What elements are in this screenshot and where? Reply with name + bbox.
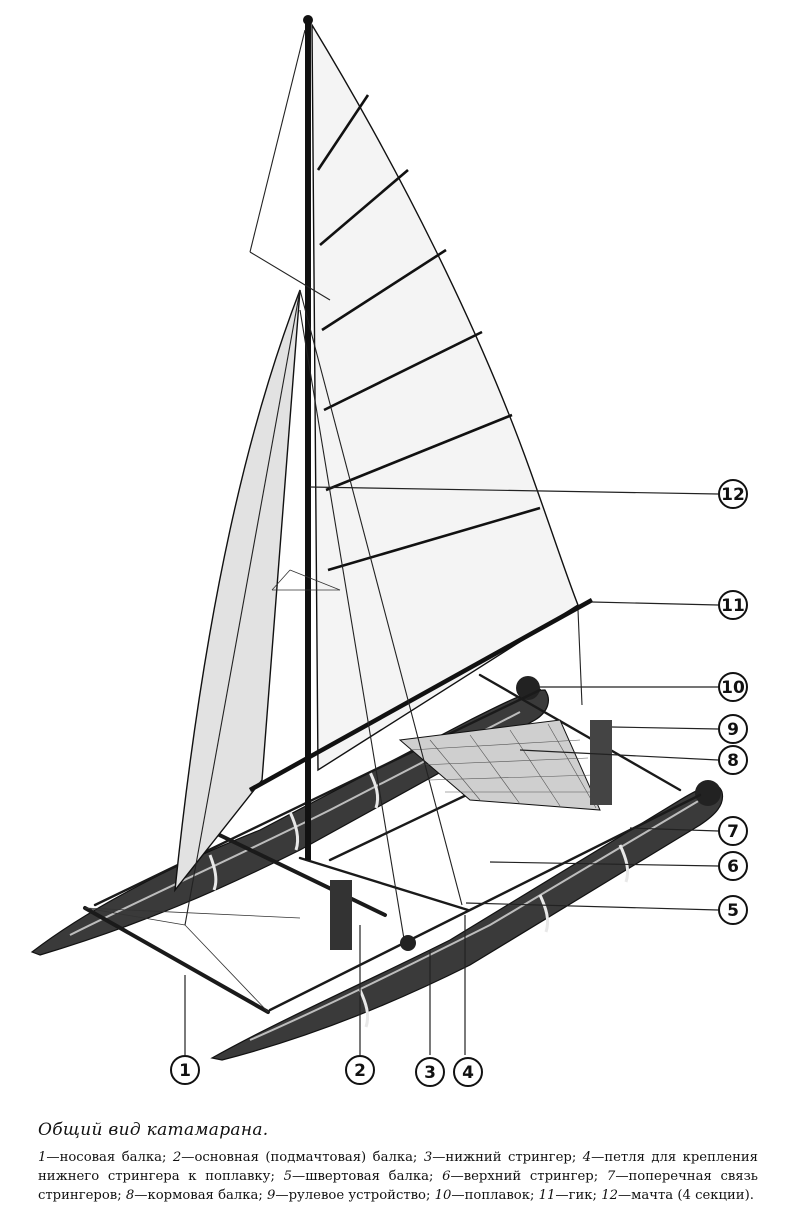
centerboard <box>330 880 352 950</box>
rigging <box>184 29 463 946</box>
legend-item-number: 4 <box>582 1150 592 1165</box>
legend-item-number: 11 <box>538 1188 556 1203</box>
legend-item: 7—поперечная связь стрингеров; <box>38 1169 758 1203</box>
svg-text:1: 1 <box>179 1061 191 1081</box>
svg-text:3: 3 <box>424 1063 436 1083</box>
svg-text:5: 5 <box>727 901 739 921</box>
legend-item-text: —основная (подмачтовая) балка; <box>181 1150 418 1165</box>
sail-battens <box>316 94 541 572</box>
left-float <box>30 689 549 956</box>
legend-item-text: —верхний стрингер; <box>450 1169 599 1184</box>
legend-item: 12—мачта (4 секции). <box>601 1188 754 1203</box>
legend-item: 4—петля для крепления нижнего стрингера … <box>38 1150 758 1184</box>
legend-item-text: —рулевое устройство; <box>275 1188 431 1203</box>
callout-2: 2 <box>345 1055 375 1085</box>
legend-item-text: —петля для крепления нижнего стрингера к… <box>38 1150 758 1184</box>
legend-item: 9—рулевое устройство; <box>267 1188 430 1203</box>
callout-7: 7 <box>718 816 748 846</box>
right-float-stern-cap <box>695 780 721 806</box>
legend-item-number: 9 <box>267 1188 276 1203</box>
legend-item: 2—основная (подмачтовая) балка; <box>173 1150 417 1165</box>
svg-text:4: 4 <box>462 1063 474 1083</box>
callout-6: 6 <box>718 851 748 881</box>
right-float <box>210 784 724 1061</box>
legend-item: 8—кормовая балка; <box>126 1188 263 1203</box>
legend-item-text: —поперечная связь стрингеров; <box>38 1169 758 1203</box>
trampoline-net <box>398 719 612 811</box>
legend-item-text: —гик; <box>555 1188 597 1203</box>
loop-fitting <box>400 935 416 951</box>
callout-12: 12 <box>718 479 748 509</box>
legend-item-number: 10 <box>434 1188 452 1203</box>
legend-item-text: —кормовая балка; <box>134 1188 263 1203</box>
leader-lines <box>184 486 719 1055</box>
boom <box>248 598 594 792</box>
caption-title: Общий вид катамарана. <box>38 1120 269 1140</box>
callout-10: 10 <box>718 672 748 702</box>
callout-11: 11 <box>718 590 748 620</box>
svg-text:8: 8 <box>727 751 739 771</box>
legend-item-number: 2 <box>172 1150 182 1165</box>
legend-item-number: 6 <box>442 1169 451 1184</box>
callout-9: 9 <box>718 714 748 744</box>
legend-item-number: 8 <box>125 1188 135 1203</box>
svg-text:7: 7 <box>727 822 739 842</box>
legend-item: 6—верхний стрингер; <box>442 1169 598 1184</box>
stern-beam <box>478 673 682 792</box>
legend-item-number: 7 <box>606 1169 616 1184</box>
caption-legend: 1—носовая балка; 2—основная (подмачтовая… <box>38 1148 758 1205</box>
callout-5: 5 <box>718 895 748 925</box>
svg-text:2: 2 <box>354 1061 366 1081</box>
legend-item-number: 1 <box>38 1150 47 1165</box>
legend-item-text: —поплавок; <box>451 1188 535 1203</box>
callout-8: 8 <box>718 745 748 775</box>
svg-text:10: 10 <box>721 678 745 698</box>
legend-item: 11—гик; <box>539 1188 597 1203</box>
legend-item-number: 5 <box>283 1169 292 1184</box>
catamaran-drawing: 12 11 10 9 8 7 6 5 1 2 3 4 <box>30 15 748 1087</box>
legend-item: 10—поплавок; <box>435 1188 535 1203</box>
masthead <box>303 15 313 25</box>
boom-vang <box>577 609 583 706</box>
svg-text:9: 9 <box>727 720 739 740</box>
legend-item-text: —мачта (4 секции). <box>617 1188 754 1203</box>
upper-stringer-right <box>268 793 702 1012</box>
legend-item-text: —носовая балка; <box>46 1150 167 1165</box>
mainsail <box>311 22 579 772</box>
centerboard-beam <box>298 856 470 912</box>
figure-caption: Общий вид катамарана. 1—носовая балка; 2… <box>38 1120 758 1205</box>
callout-3: 3 <box>415 1057 445 1087</box>
callout-1: 1 <box>170 1055 200 1085</box>
legend-item-text: —нижний стрингер; <box>432 1150 577 1165</box>
main-beam <box>203 826 387 917</box>
rudder <box>590 720 612 805</box>
upper-stringer-left <box>93 688 542 907</box>
legend-item: 1—носовая балка; <box>38 1150 166 1165</box>
svg-text:6: 6 <box>727 857 739 877</box>
legend-item-number: 12 <box>601 1188 618 1203</box>
legend-item: 3—нижний стрингер; <box>424 1150 576 1165</box>
bow-beam <box>83 906 270 1014</box>
callout-4: 4 <box>453 1057 483 1087</box>
svg-text:11: 11 <box>721 596 745 616</box>
jib <box>174 289 301 893</box>
svg-text:12: 12 <box>721 485 745 505</box>
legend-item-number: 3 <box>423 1150 433 1165</box>
legend-item-text: —швертовая балка; <box>292 1169 434 1184</box>
legend-item: 5—швертовая балка; <box>284 1169 434 1184</box>
